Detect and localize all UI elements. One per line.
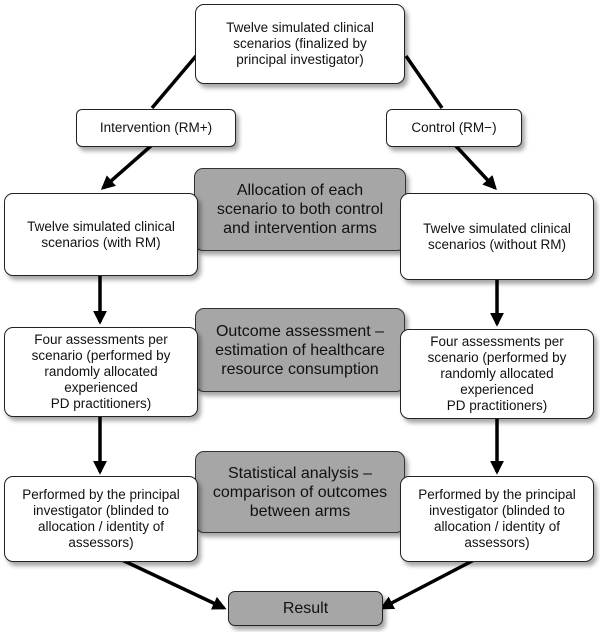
- left-scenarios-text: Twelve simulated clinical scenarios (wit…: [27, 218, 175, 250]
- arrow-top-to-intervention: [150, 54, 198, 110]
- right-performed-box: Performed by the principal investigator …: [400, 476, 594, 562]
- result-text: Result: [282, 599, 329, 617]
- left-scenarios-box: Twelve simulated clinical scenarios (wit…: [4, 193, 198, 276]
- right-assessments-box: Four assessments per scenario (performed…: [400, 329, 594, 419]
- left-performed-text: Performed by the principal investigator …: [22, 487, 180, 550]
- top-scenarios-text: Twelve simulated clinical scenarios (fin…: [226, 20, 374, 67]
- left-assessments-box: Four assessments per scenario (performed…: [4, 327, 198, 417]
- left-assessments-text: Four assessments per scenario (performed…: [31, 332, 171, 411]
- result-box: Result: [228, 591, 383, 626]
- allocation-text: Allocation of each scenario to both cont…: [216, 182, 384, 237]
- outcome-text: Outcome assessment – estimation of healt…: [215, 322, 385, 378]
- intervention-label-text: Intervention (RM+): [99, 120, 213, 135]
- left-performed-box: Performed by the principal investigator …: [4, 476, 198, 562]
- arrow-control-to-right-scenarios: [453, 143, 497, 191]
- right-performed-text: Performed by the principal investigator …: [418, 487, 576, 550]
- right-scenarios-text: Twelve simulated clinical scenarios (wit…: [423, 220, 571, 252]
- arrow-intervention-to-left-scenarios: [100, 143, 154, 190]
- intervention-label-box: Intervention (RM+): [76, 109, 236, 147]
- outcome-box: Outcome assessment – estimation of healt…: [195, 308, 405, 392]
- control-label-text: Control (RM−): [411, 120, 497, 135]
- arrow-top-to-control: [404, 55, 444, 109]
- arrow-left-performed-to-result: [121, 558, 227, 610]
- right-assessments-text: Four assessments per scenario (performed…: [427, 334, 567, 413]
- statistical-box: Statistical analysis – comparison of out…: [195, 451, 405, 533]
- allocation-box: Allocation of each scenario to both cont…: [194, 168, 406, 251]
- right-scenarios-box: Twelve simulated clinical scenarios (wit…: [400, 193, 594, 280]
- statistical-text: Statistical analysis – comparison of out…: [212, 464, 388, 520]
- control-label-box: Control (RM−): [386, 109, 522, 147]
- top-scenarios-box: Twelve simulated clinical scenarios (fin…: [195, 4, 405, 84]
- arrow-right-performed-to-result: [379, 558, 475, 610]
